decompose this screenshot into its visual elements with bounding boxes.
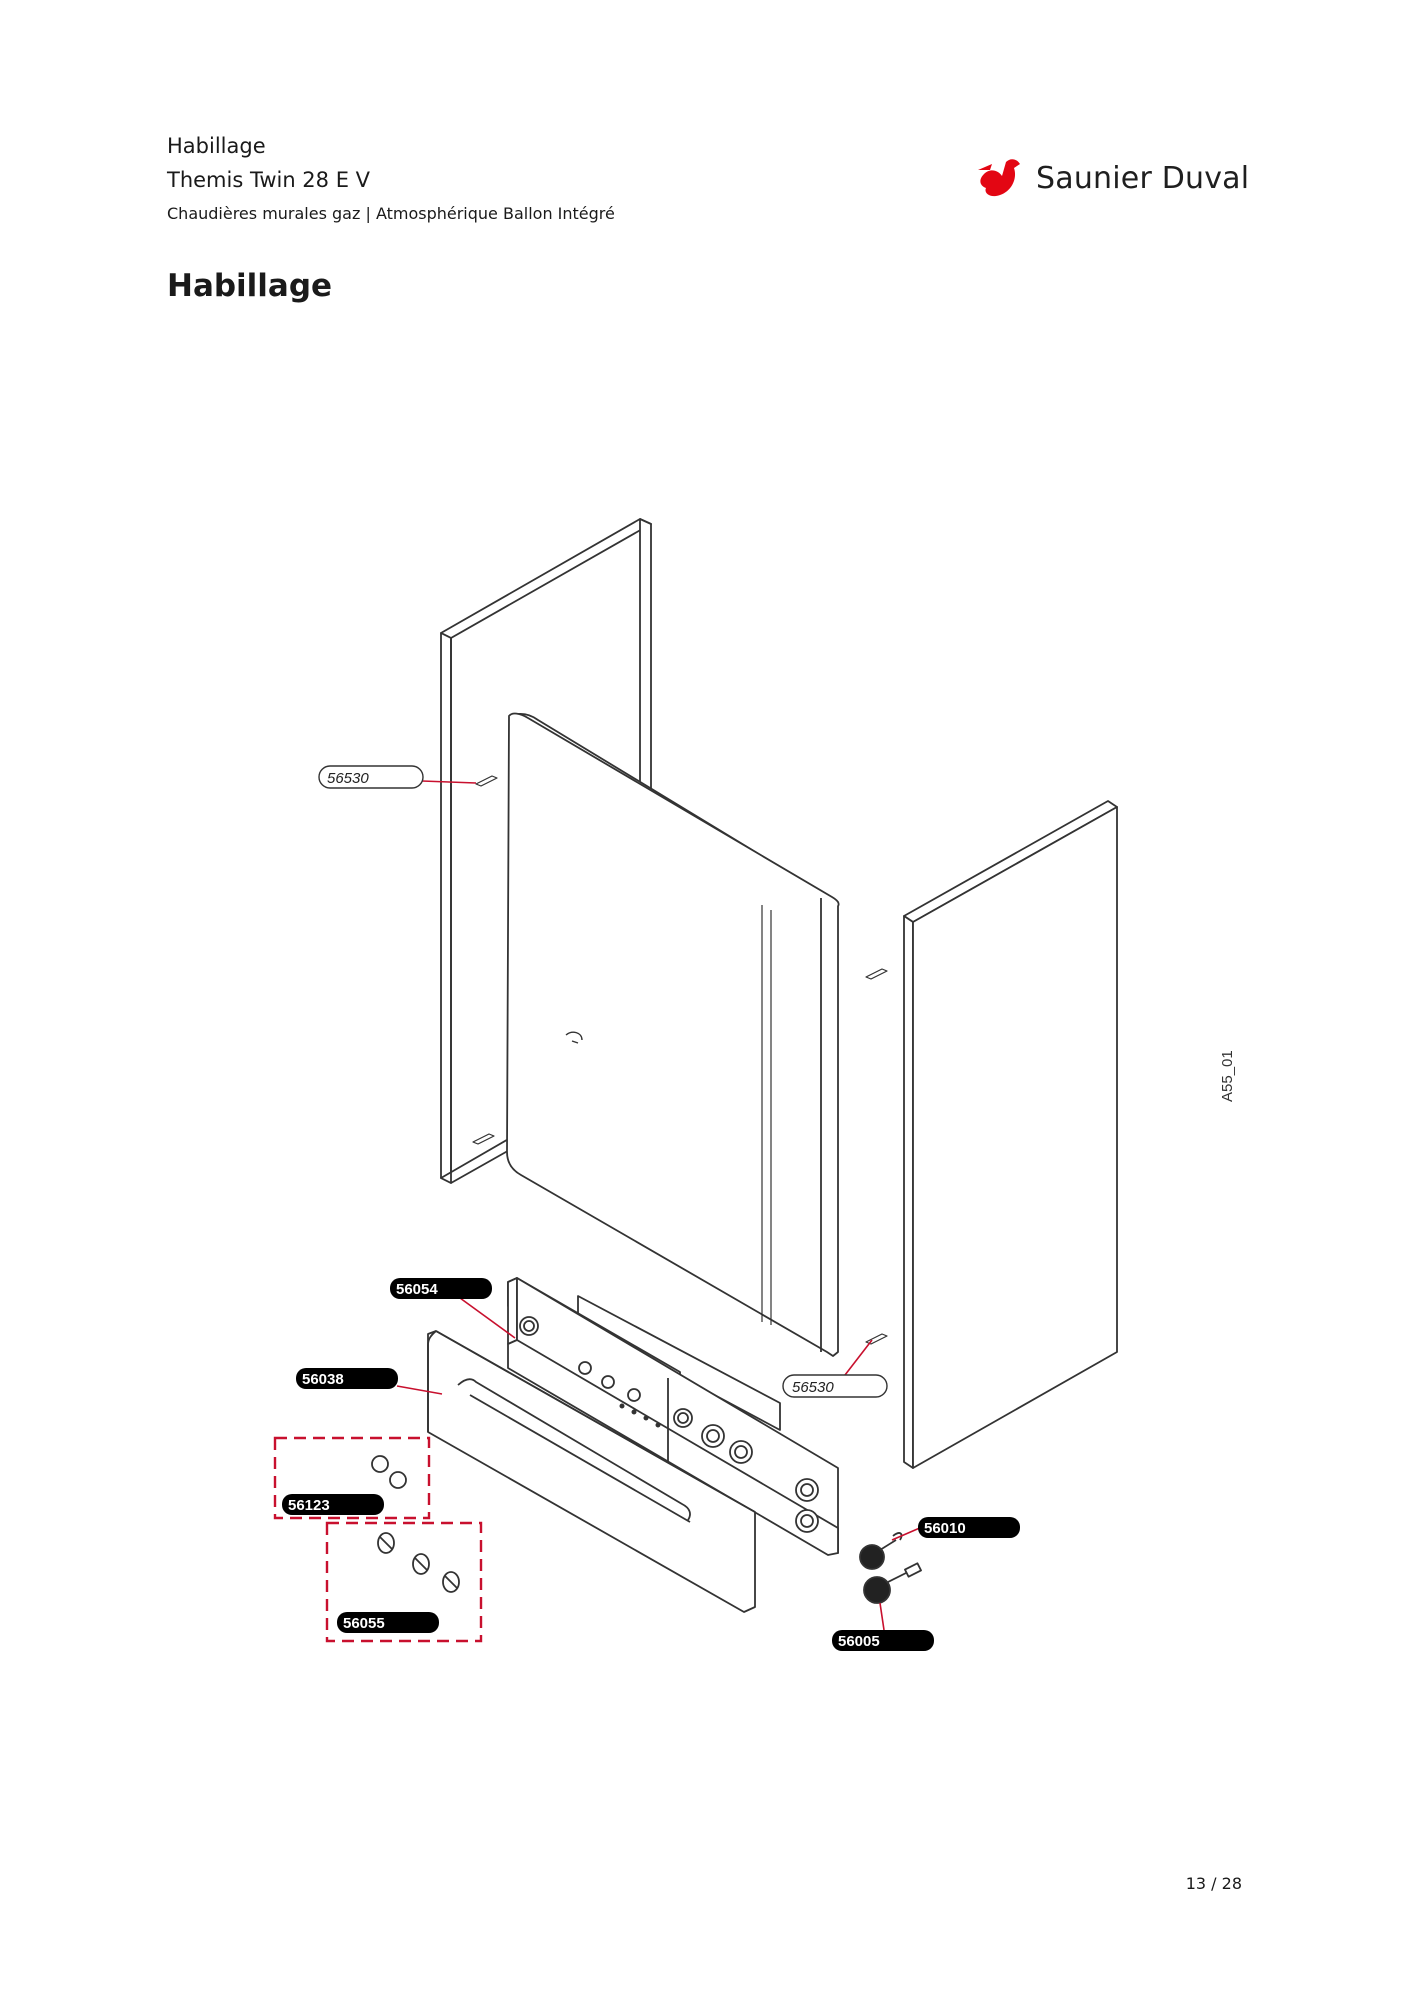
drawing-code: A55_01 (1219, 1050, 1236, 1102)
knob-set-56123 (371, 1455, 407, 1489)
label-56530-top: 56530 (318, 765, 424, 789)
svg-text:56054: 56054 (396, 1281, 438, 1298)
brand-name: Saunier Duval (1036, 160, 1250, 196)
page-number: 13 / 28 (1185, 1874, 1242, 1893)
bird-icon (978, 159, 1020, 197)
group-56055-box (325, 1521, 483, 1643)
switch-knob-56010 (859, 1532, 903, 1570)
header-category: Chaudières murales gaz | Atmosphérique B… (167, 204, 615, 223)
page-title: Habillage (167, 268, 333, 304)
leader-lines (396, 780, 923, 1631)
brand-logo: Saunier Duval (976, 156, 1249, 200)
label-56054: 56054 (390, 1278, 492, 1299)
svg-text:56530: 56530 (327, 770, 369, 787)
svg-text:56010: 56010 (924, 1520, 966, 1537)
svg-text:56530: 56530 (792, 1379, 834, 1396)
svg-text:56123: 56123 (288, 1497, 330, 1514)
label-56010: 56010 (918, 1517, 1020, 1538)
svg-text:56005: 56005 (838, 1633, 880, 1650)
header-section: Habillage (167, 134, 266, 158)
screw-icon (472, 775, 888, 1345)
knob-set-56055 (377, 1532, 460, 1593)
label-56038: 56038 (296, 1368, 398, 1389)
header-model: Themis Twin 28 E V (167, 168, 371, 192)
front-cover (506, 712, 840, 1357)
label-56530-right: 56530 (782, 1374, 888, 1398)
label-56123: 56123 (282, 1494, 384, 1515)
right-side-panel (903, 800, 1118, 1469)
control-panel (507, 1277, 839, 1556)
bottom-flap (427, 1330, 756, 1613)
label-56005: 56005 (832, 1630, 934, 1651)
label-56055: 56055 (337, 1612, 439, 1633)
switch-knob-56005 (863, 1562, 922, 1604)
svg-text:56038: 56038 (302, 1371, 344, 1388)
group-56123-box (273, 1436, 431, 1520)
svg-text:56055: 56055 (343, 1615, 385, 1632)
